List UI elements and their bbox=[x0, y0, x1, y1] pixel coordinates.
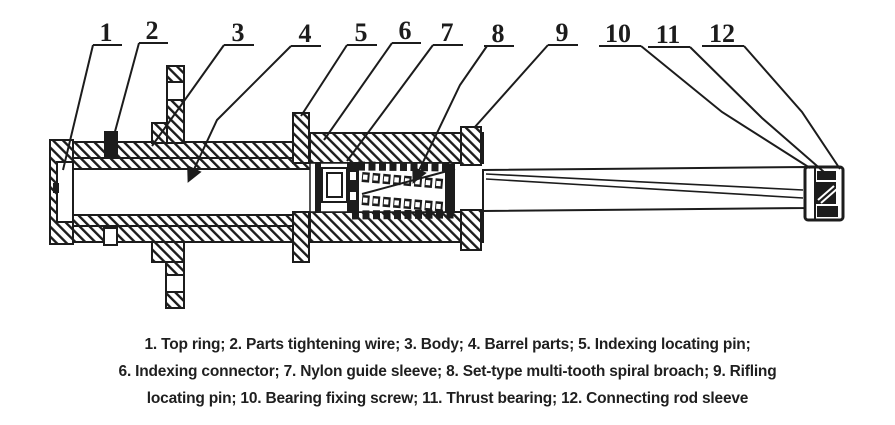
callout-2-number: 2 bbox=[146, 16, 159, 45]
part-rod-sleeve-end bbox=[803, 165, 845, 222]
caption-line-2: 6. Indexing connector; 7. Nylon guide sl… bbox=[118, 363, 777, 380]
caption-line-1: 1. Top ring; 2. Parts tightening wire; 3… bbox=[144, 336, 751, 353]
callout-5-number: 5 bbox=[355, 18, 368, 47]
body-flange-bottom bbox=[151, 241, 185, 309]
callout-11-leader bbox=[689, 46, 825, 173]
callout-11-number: 11 bbox=[656, 20, 681, 49]
part-rifling-pin bbox=[460, 126, 482, 251]
callout-10-leader bbox=[640, 45, 811, 169]
callout-7-leader bbox=[346, 44, 434, 162]
callout-2-leader bbox=[109, 42, 140, 151]
part-indexing-pin bbox=[292, 112, 310, 263]
body-flange-top bbox=[151, 65, 185, 144]
callout-3-leader bbox=[151, 44, 225, 147]
assembly-drawing: 1 2 3 4 5 6 7 8 9 10 11 12 bbox=[49, 16, 845, 309]
part-body bbox=[61, 141, 319, 243]
caption-line-3: locating pin; 10. Bearing fixing screw; … bbox=[146, 390, 749, 407]
callout-6-number: 6 bbox=[399, 16, 412, 45]
callout-12-number: 12 bbox=[709, 19, 735, 48]
callout-1-number: 1 bbox=[100, 18, 113, 47]
callout-5-leader bbox=[300, 44, 348, 117]
callout-8-leader bbox=[412, 45, 488, 184]
callout-12-leader bbox=[743, 45, 841, 170]
part-nylon-guide-sleeve bbox=[321, 167, 348, 203]
callout-4-number: 4 bbox=[299, 19, 312, 48]
callout-3-number: 3 bbox=[232, 18, 245, 47]
callout-8-number: 8 bbox=[492, 19, 505, 48]
callout-leaders bbox=[62, 42, 841, 184]
part-top-ring bbox=[49, 139, 74, 245]
callout-7-number: 7 bbox=[441, 18, 454, 47]
part-connecting-rod bbox=[482, 165, 806, 213]
part-spiral-broach bbox=[347, 161, 456, 220]
callout-10-number: 10 bbox=[605, 19, 631, 48]
callout-1-leader bbox=[62, 44, 94, 171]
callout-6-leader bbox=[323, 42, 393, 141]
callout-4-leader bbox=[187, 45, 292, 183]
callout-9-number: 9 bbox=[556, 18, 569, 47]
callout-9-leader bbox=[473, 44, 549, 129]
callout-numbers: 1 2 3 4 5 6 7 8 9 10 11 12 bbox=[100, 16, 736, 49]
caption: 1. Top ring; 2. Parts tightening wire; 3… bbox=[0, 331, 895, 412]
